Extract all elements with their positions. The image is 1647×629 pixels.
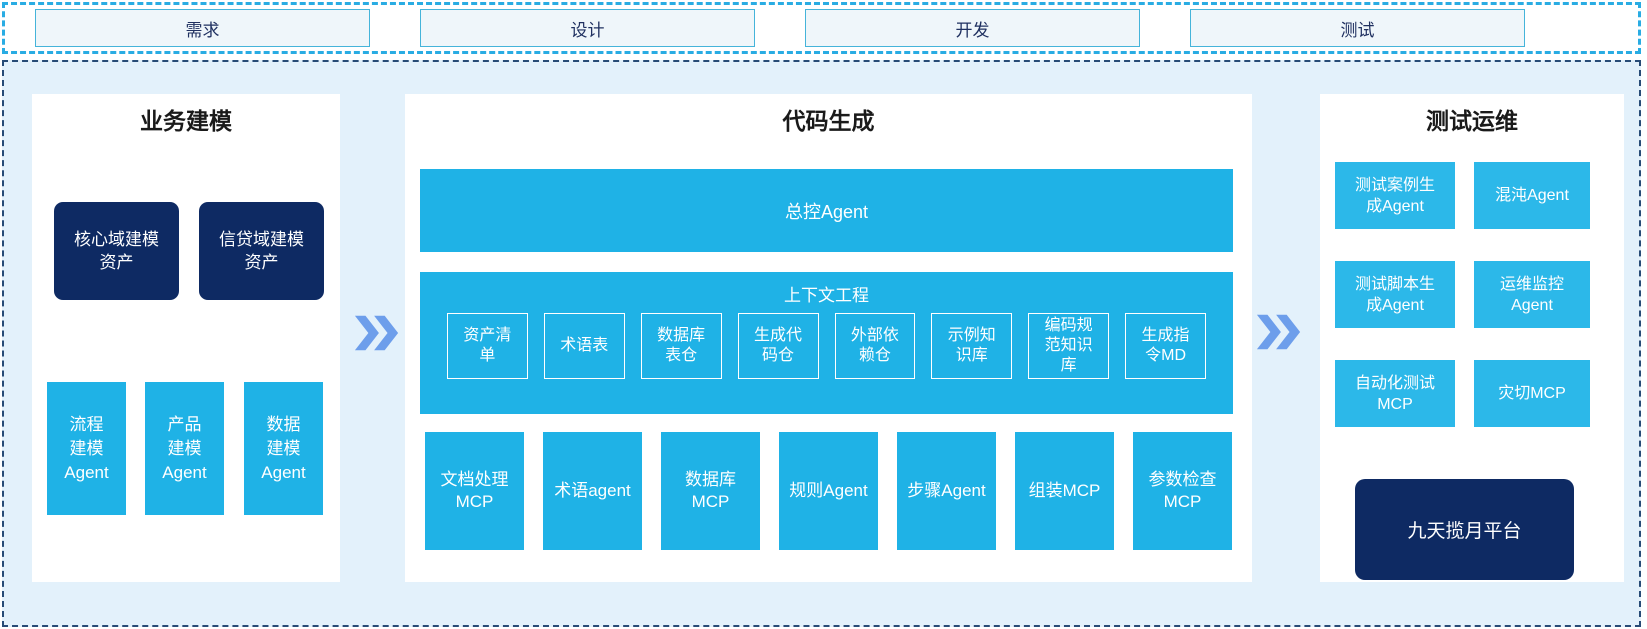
glossary-agent-box: 术语agent: [543, 432, 642, 550]
data-modeling-agent-box: 数据 建模 Agent: [244, 382, 323, 515]
database-mcp-box: 数据库 MCP: [661, 432, 760, 550]
auto-test-mcp-box: 自动化测试 MCP: [1335, 360, 1455, 427]
assemble-mcp-box: 组装MCP: [1015, 432, 1114, 550]
business-modeling-panel: 业务建模 核心域建模 资产 信贷域建模 资产 流程 建模 Agent 产品 建模…: [32, 94, 340, 582]
disaster-switch-mcp-box: 灾切MCP: [1474, 360, 1590, 427]
test-ops-title: 测试运维: [1426, 108, 1518, 134]
context-engineering-items: 资产清 单 术语表 数据库 表仓 生成代 码仓 外部依 赖仓 示例知 识库 编码…: [420, 313, 1233, 379]
test-ops-panel: 测试运维 测试案例生 成Agent 混沌Agent 测试脚本生 成Agent 运…: [1320, 94, 1624, 582]
coding-standard-kb-box: 编码规 范知识 库: [1028, 313, 1110, 379]
main-container: 业务建模 核心域建模 资产 信贷域建模 资产 流程 建模 Agent 产品 建模…: [2, 60, 1641, 627]
context-engineering-title: 上下文工程: [784, 286, 869, 305]
code-generation-title: 代码生成: [782, 108, 875, 134]
ops-monitor-agent-box: 运维监控 Agent: [1474, 261, 1590, 328]
product-modeling-agent-box: 产品 建模 Agent: [145, 382, 224, 515]
phase-label: 测试: [1340, 20, 1375, 40]
phase-label: 需求: [185, 20, 220, 40]
external-dependency-repo-box: 外部依 赖仓: [834, 313, 916, 379]
process-modeling-agent-box: 流程 建模 Agent: [47, 382, 126, 515]
step-agent-box: 步骤Agent: [897, 432, 996, 550]
jiutian-lanyue-platform-box: 九天揽月平台: [1355, 479, 1574, 580]
glossary-box: 术语表: [543, 313, 625, 379]
generated-code-repo-box: 生成代 码仓: [737, 313, 819, 379]
param-check-mcp-box: 参数检查 MCP: [1133, 432, 1232, 550]
phase-strip: 需求 设计 开发 测试: [2, 2, 1641, 54]
phase-box-development: 开发: [805, 9, 1140, 47]
test-case-gen-agent-box: 测试案例生 成Agent: [1335, 162, 1455, 229]
context-engineering-group: 上下文工程 资产清 单 术语表 数据库 表仓 生成代 码仓 外部依 赖仓 示例知…: [420, 272, 1233, 414]
chaos-agent-box: 混沌Agent: [1474, 162, 1590, 229]
test-script-gen-agent-box: 测试脚本生 成Agent: [1335, 261, 1455, 328]
asset-list-box: 资产清 单: [447, 313, 528, 379]
core-domain-asset-box: 核心域建模 资产: [54, 202, 179, 300]
code-generation-panel: 代码生成 总控Agent 上下文工程 资产清 单 术语表 数据库 表仓 生成代 …: [405, 94, 1252, 582]
phase-label: 设计: [570, 20, 605, 40]
business-modeling-title: 业务建模: [140, 108, 232, 134]
phase-box-design: 设计: [420, 9, 755, 47]
rule-agent-box: 规则Agent: [779, 432, 878, 550]
phase-box-requirements: 需求: [35, 9, 370, 47]
double-chevron-icon: [354, 315, 399, 351]
double-chevron-icon: [1256, 314, 1301, 350]
worker-row: 文档处理 MCP 术语agent 数据库 MCP 规则Agent 步骤Agent…: [425, 432, 1232, 550]
generate-instruction-md-box: 生成指 令MD: [1125, 313, 1206, 379]
master-agent-bar: 总控Agent: [420, 169, 1233, 252]
phase-box-testing: 测试: [1190, 9, 1525, 47]
credit-domain-asset-box: 信贷域建模 资产: [199, 202, 324, 300]
doc-process-mcp-box: 文档处理 MCP: [425, 432, 524, 550]
db-table-repo-box: 数据库 表仓: [640, 313, 722, 379]
test-ops-grid: 测试案例生 成Agent 混沌Agent 测试脚本生 成Agent 运维监控 A…: [1335, 162, 1590, 427]
phase-label: 开发: [955, 20, 990, 40]
example-knowledge-base-box: 示例知 识库: [931, 313, 1013, 379]
